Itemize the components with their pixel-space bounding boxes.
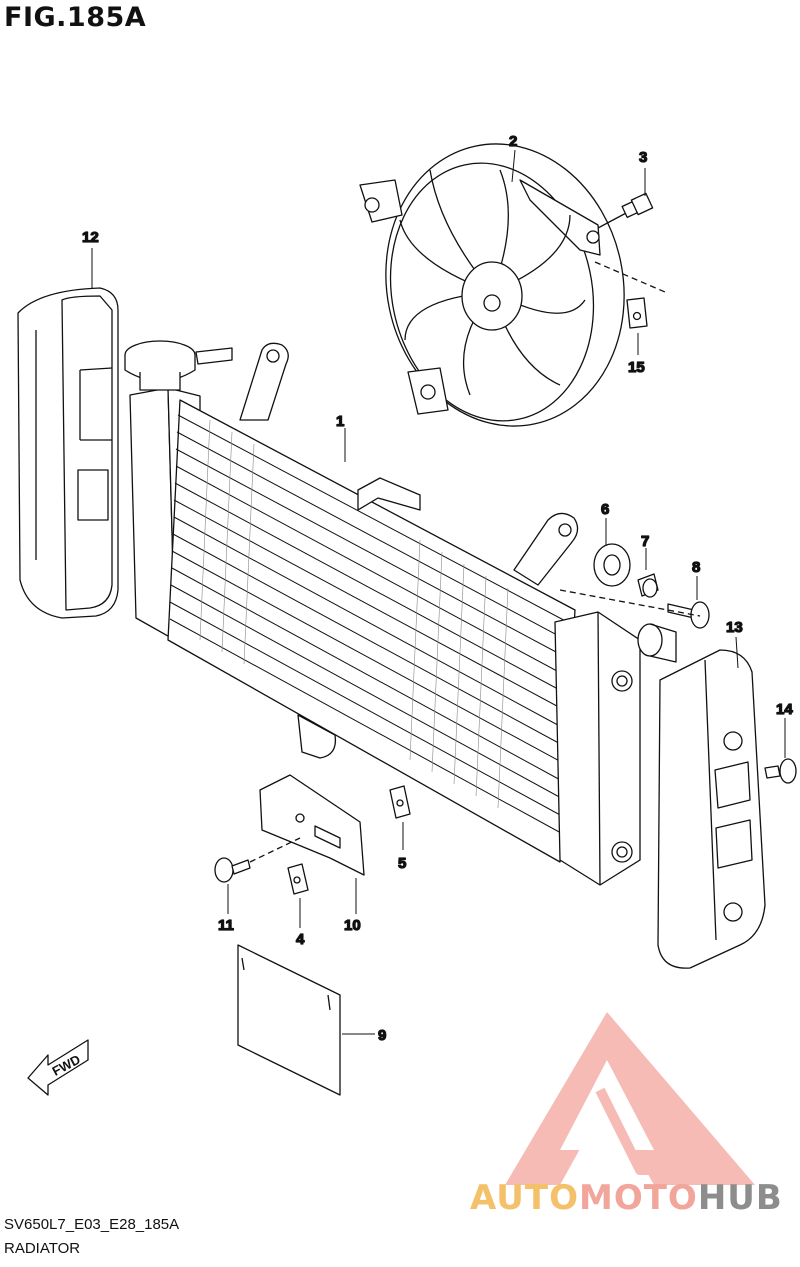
callout-6: 6 [601, 501, 609, 518]
callout-12: 12 [82, 229, 99, 246]
callout-11: 11 [218, 917, 234, 934]
diagram-code: SV650L7_E03_E28_185A [4, 1216, 180, 1233]
fwd-label: FWD [50, 1052, 83, 1079]
watermark-logo [505, 1012, 755, 1185]
brand-part1: AUTO [470, 1178, 579, 1218]
left-shroud-part [17, 287, 119, 619]
figure-title: FIG.185A [4, 2, 147, 33]
fwd-arrow [27, 1039, 89, 1096]
brand-part3: HUB [697, 1178, 783, 1218]
radiator-right-tank [554, 611, 677, 886]
grommet-part [593, 543, 631, 587]
callout-9: 9 [378, 1027, 386, 1044]
callout-14: 14 [776, 701, 793, 718]
watermark-brand: AUTOMOTOHUB [470, 1178, 783, 1218]
right-shroud-part [657, 649, 766, 969]
bracket-part [259, 774, 365, 876]
fan-bolt-part [594, 192, 666, 293]
callout-4: 4 [296, 931, 305, 948]
cooling-fan-part [359, 143, 625, 427]
bolt-8-part [559, 589, 710, 629]
diagram-name: RADIATOR [4, 1240, 81, 1257]
clip-nut-4-part [287, 863, 309, 895]
nut-clip-15-part [626, 297, 648, 329]
callout-3: 3 [639, 149, 647, 166]
callout-10: 10 [344, 917, 361, 934]
bolt-11-part [214, 837, 301, 883]
callout-labels: 1 2 3 4 5 6 7 8 9 10 11 12 13 14 15 FWD [50, 132, 794, 1079]
brand-part2: MOTO [578, 1178, 698, 1218]
collar-part [637, 573, 659, 598]
callout-1: 1 [336, 413, 344, 430]
protector-sheet-part [237, 944, 341, 1096]
clip-nut-5-part [389, 785, 411, 819]
callout-8: 8 [692, 559, 700, 576]
callout-15: 15 [628, 359, 645, 376]
shroud-screw-part [764, 758, 797, 784]
callout-2: 2 [509, 133, 517, 150]
callout-7: 7 [641, 533, 649, 550]
callout-5: 5 [398, 855, 406, 872]
callout-13: 13 [726, 619, 743, 636]
radiator-core-part [167, 342, 579, 863]
